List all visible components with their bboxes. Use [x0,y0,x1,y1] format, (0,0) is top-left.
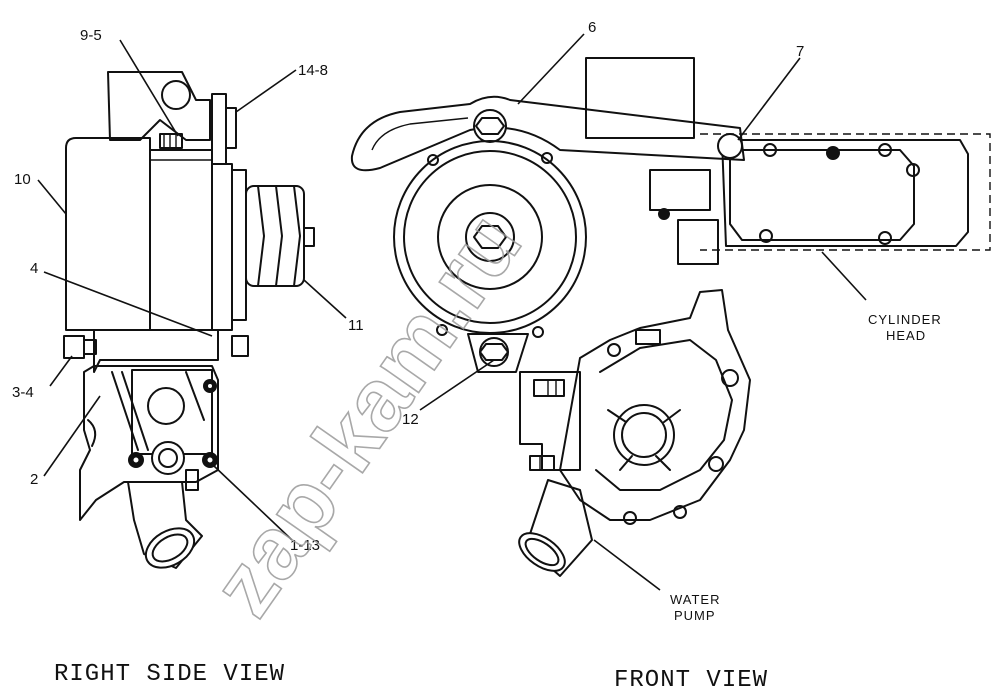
pulley [245,185,315,287]
callout-14-8: 14-8 [298,62,328,79]
cylinder-head-label-line1: CYLINDER [868,312,942,327]
water-pump-label-line2: PUMP [674,608,716,623]
front-view-drawing [350,57,991,577]
right-side-view-drawing [63,71,315,569]
callout-7: 7 [796,43,804,60]
callout-3-4: 3-4 [12,384,34,401]
water-pump-label-line1: WATER [670,592,721,607]
callout-4: 4 [30,260,38,277]
watermark-text: zap-kam.ru [192,196,540,633]
right-side-view-title: RIGHT SIDE VIEW [54,661,285,688]
callout-2: 2 [30,471,38,488]
callout-11: 11 [348,317,364,334]
callout-12: 12 [402,411,419,428]
cylinder-head-label-line2: HEAD [886,328,926,343]
front-view-title: FRONT VIEW [614,667,768,694]
callout-10: 10 [14,171,31,188]
leader-lines [37,33,867,591]
callout-1-13: 1-13 [290,537,320,554]
callout-9-5: 9-5 [80,27,102,44]
callout-labels: 9-5 14-8 10 4 11 3-4 2 1-13 6 7 12 CYLIN… [12,19,942,623]
callout-6: 6 [588,19,596,36]
